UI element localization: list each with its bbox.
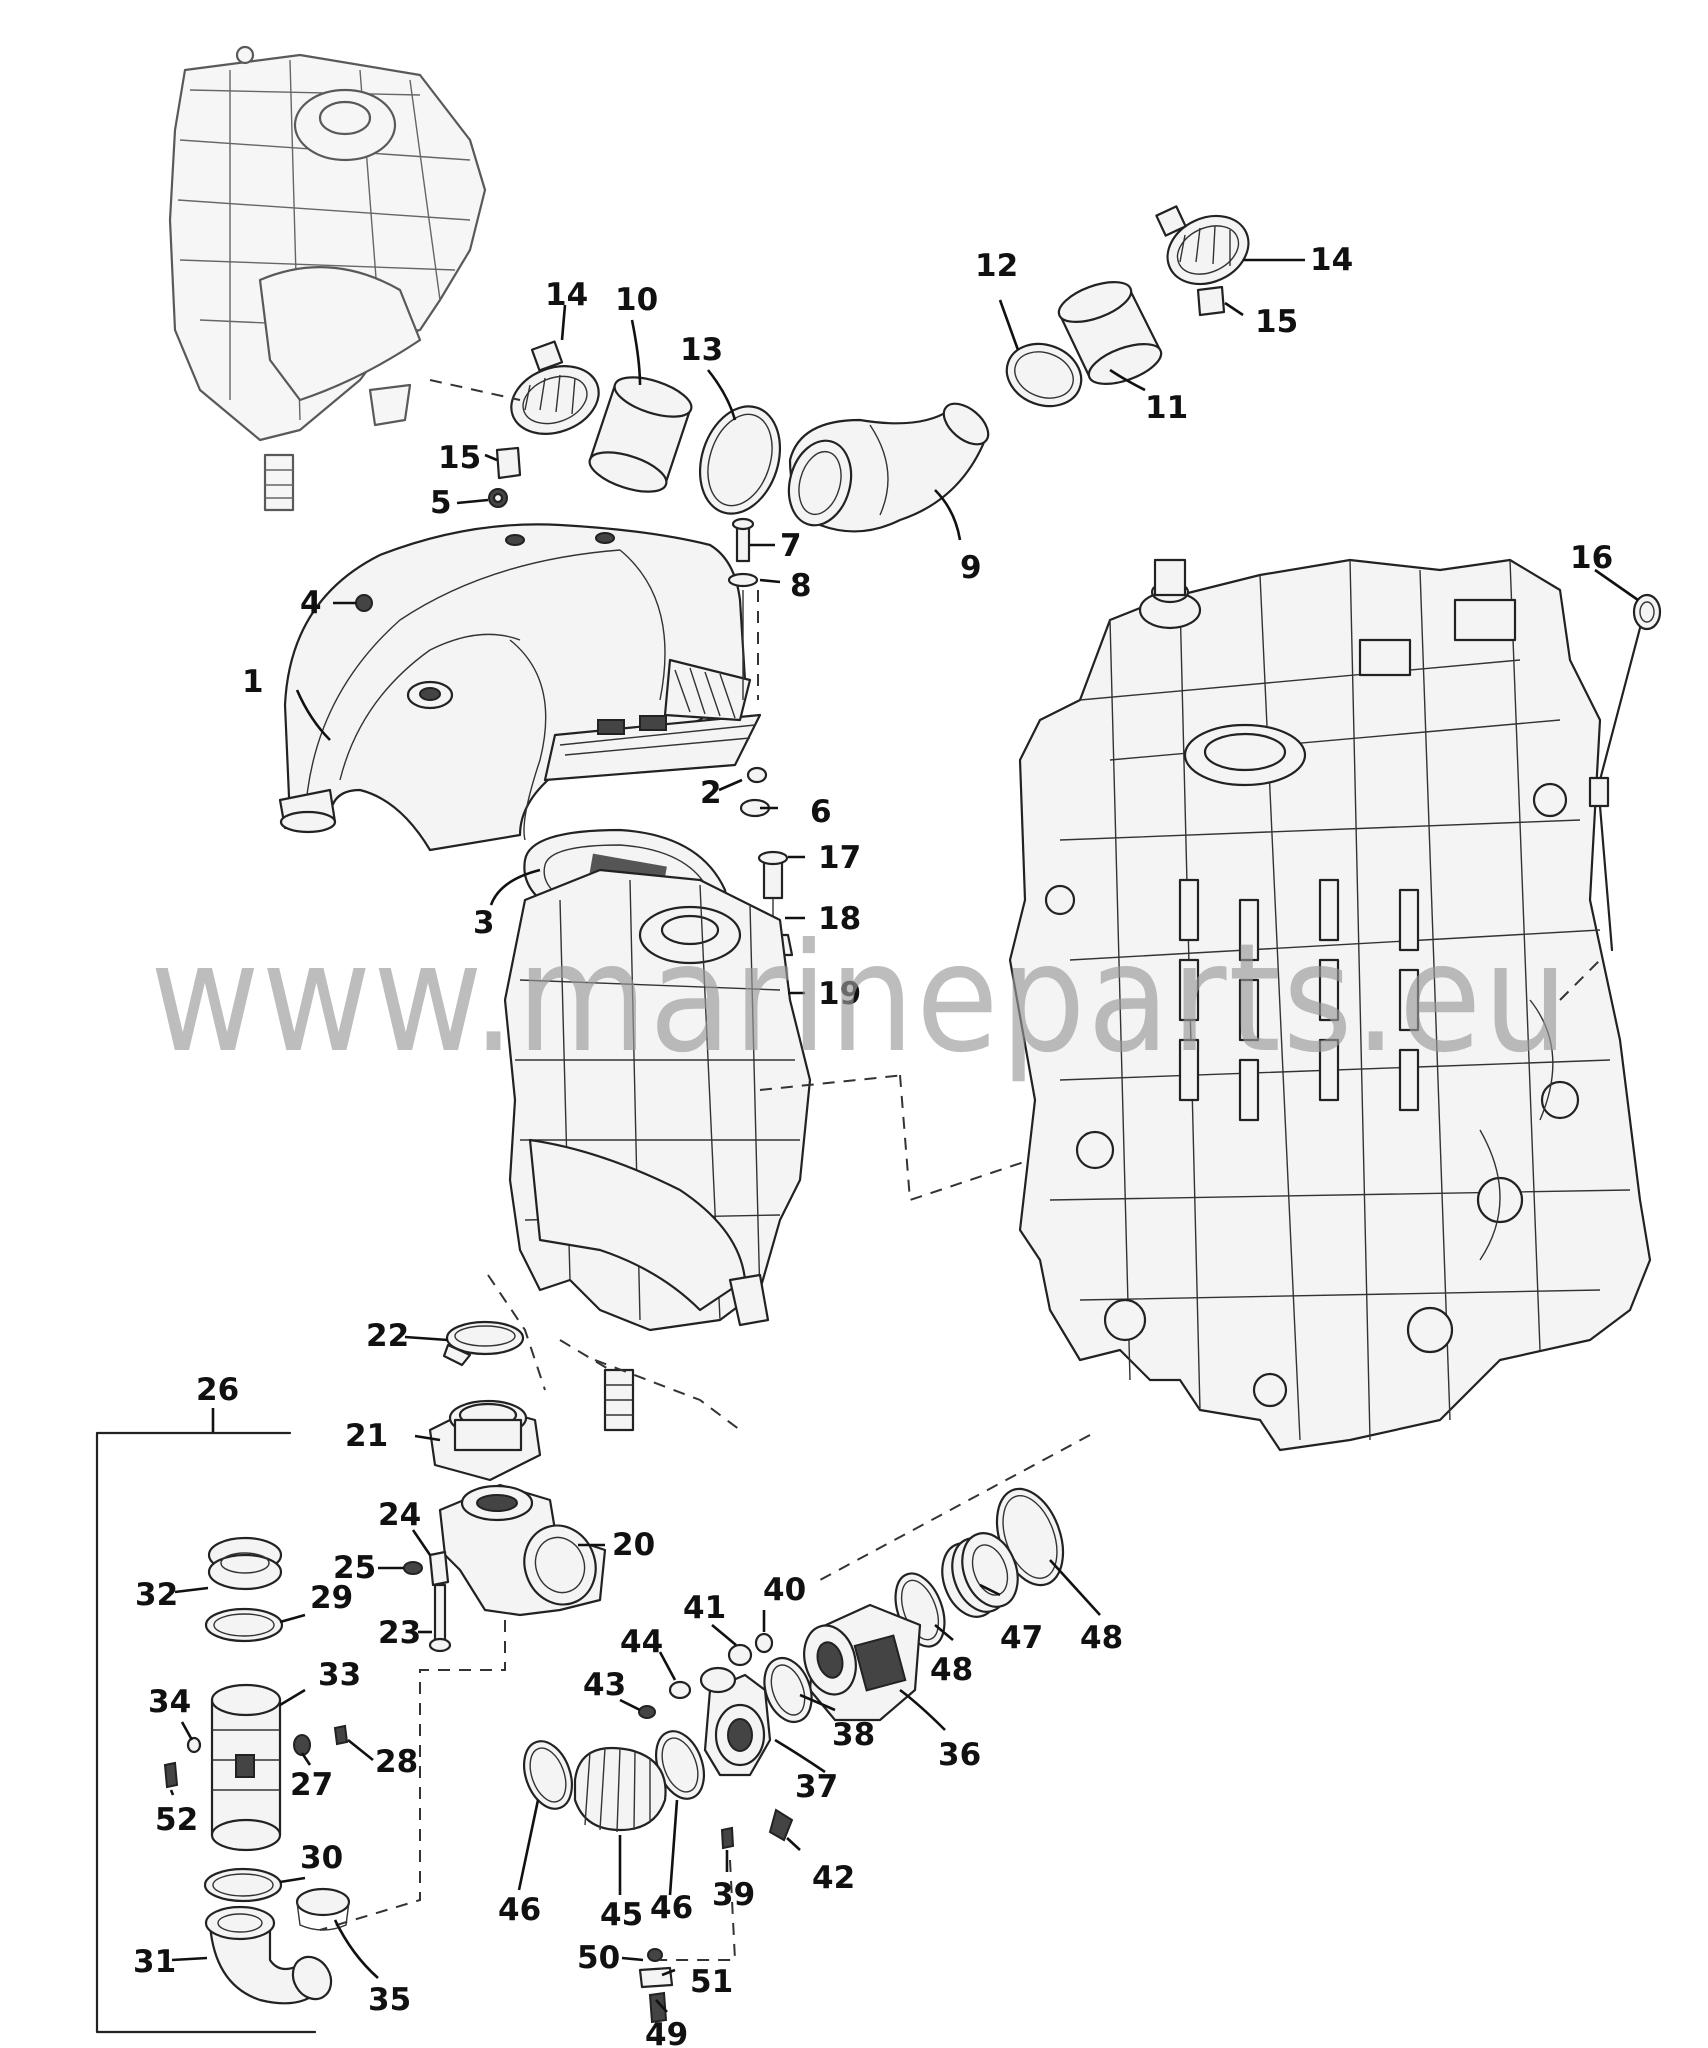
- air-intake-cover: [278, 523, 762, 852]
- callout-35: 35: [368, 1982, 411, 2018]
- callout-14-left: 14: [545, 277, 588, 313]
- dipstick: [1588, 593, 1662, 952]
- callout-28: 28: [375, 1744, 418, 1780]
- callout-37: 37: [795, 1769, 838, 1805]
- callout-9: 9: [960, 550, 982, 586]
- callout-12: 12: [975, 248, 1018, 284]
- callout-49: 49: [645, 2017, 688, 2048]
- callout-44: 44: [620, 1624, 663, 1660]
- callout-19: 19: [818, 976, 861, 1012]
- callout-46-left: 46: [498, 1892, 541, 1928]
- callout-29: 29: [310, 1580, 353, 1616]
- callout-8: 8: [790, 568, 812, 604]
- callout-32: 32: [135, 1577, 178, 1613]
- fuel-filter-assembly: [95, 1431, 351, 2034]
- callout-25: 25: [333, 1550, 376, 1586]
- lower-engine-reference: [503, 868, 812, 1432]
- engine-block: [1008, 558, 1652, 1452]
- callout-2: 2: [700, 775, 722, 811]
- callout-11: 11: [1145, 390, 1188, 426]
- callout-34: 34: [148, 1684, 191, 1720]
- callout-15-left: 15: [438, 440, 481, 476]
- callout-41: 41: [683, 1590, 726, 1626]
- callout-22: 22: [366, 1318, 409, 1354]
- callout-17: 17: [818, 840, 861, 876]
- callout-15-right: 15: [1255, 304, 1298, 340]
- callout-7: 7: [780, 528, 802, 564]
- callout-33: 33: [318, 1657, 361, 1693]
- callout-4: 4: [300, 585, 322, 621]
- callout-1: 1: [242, 664, 264, 700]
- callout-5: 5: [430, 485, 452, 521]
- callout-50: 50: [577, 1940, 620, 1976]
- callout-3: 3: [473, 905, 495, 941]
- callout-18: 18: [818, 901, 861, 937]
- callout-numbers: 1 2 3 4 5 6 7 8 9 10 11 12 13 14 14 15 1…: [133, 242, 1613, 2048]
- flow-control-assembly: [523, 1487, 1065, 2024]
- callout-47: 47: [1000, 1620, 1043, 1656]
- callout-40: 40: [763, 1572, 806, 1608]
- callout-51: 51: [690, 1964, 733, 2000]
- callout-48-right: 48: [1080, 1620, 1123, 1656]
- callout-26: 26: [196, 1372, 239, 1408]
- callout-23: 23: [378, 1615, 421, 1651]
- callout-21: 21: [345, 1418, 388, 1454]
- callout-43: 43: [583, 1667, 626, 1703]
- intake-duct-assembly: [495, 205, 1250, 533]
- callout-20: 20: [612, 1527, 655, 1563]
- callout-46-right: 46: [650, 1890, 693, 1926]
- callout-52: 52: [155, 1802, 198, 1838]
- throttle-body-assembly: [403, 1320, 607, 1653]
- callout-48-left: 48: [930, 1652, 973, 1688]
- watermark: www.marineparts.eu: [150, 912, 1570, 1086]
- callout-6: 6: [810, 794, 832, 830]
- callout-38: 38: [832, 1717, 875, 1753]
- callout-42: 42: [812, 1860, 855, 1896]
- upper-engine-reference: [168, 45, 487, 512]
- callout-10: 10: [615, 282, 658, 318]
- callout-36: 36: [938, 1737, 981, 1773]
- callout-14-right: 14: [1310, 242, 1353, 278]
- callout-30: 30: [300, 1840, 343, 1876]
- callout-13: 13: [680, 332, 723, 368]
- assembly-guide-lines: [319, 379, 1601, 1961]
- callout-24: 24: [378, 1497, 421, 1533]
- callout-45: 45: [600, 1897, 643, 1933]
- callout-39: 39: [712, 1877, 755, 1913]
- callout-31: 31: [133, 1944, 176, 1980]
- callout-27: 27: [290, 1767, 333, 1803]
- leader-lines: [169, 258, 1639, 2013]
- block-details: [1044, 598, 1580, 1408]
- callout-16: 16: [1570, 540, 1613, 576]
